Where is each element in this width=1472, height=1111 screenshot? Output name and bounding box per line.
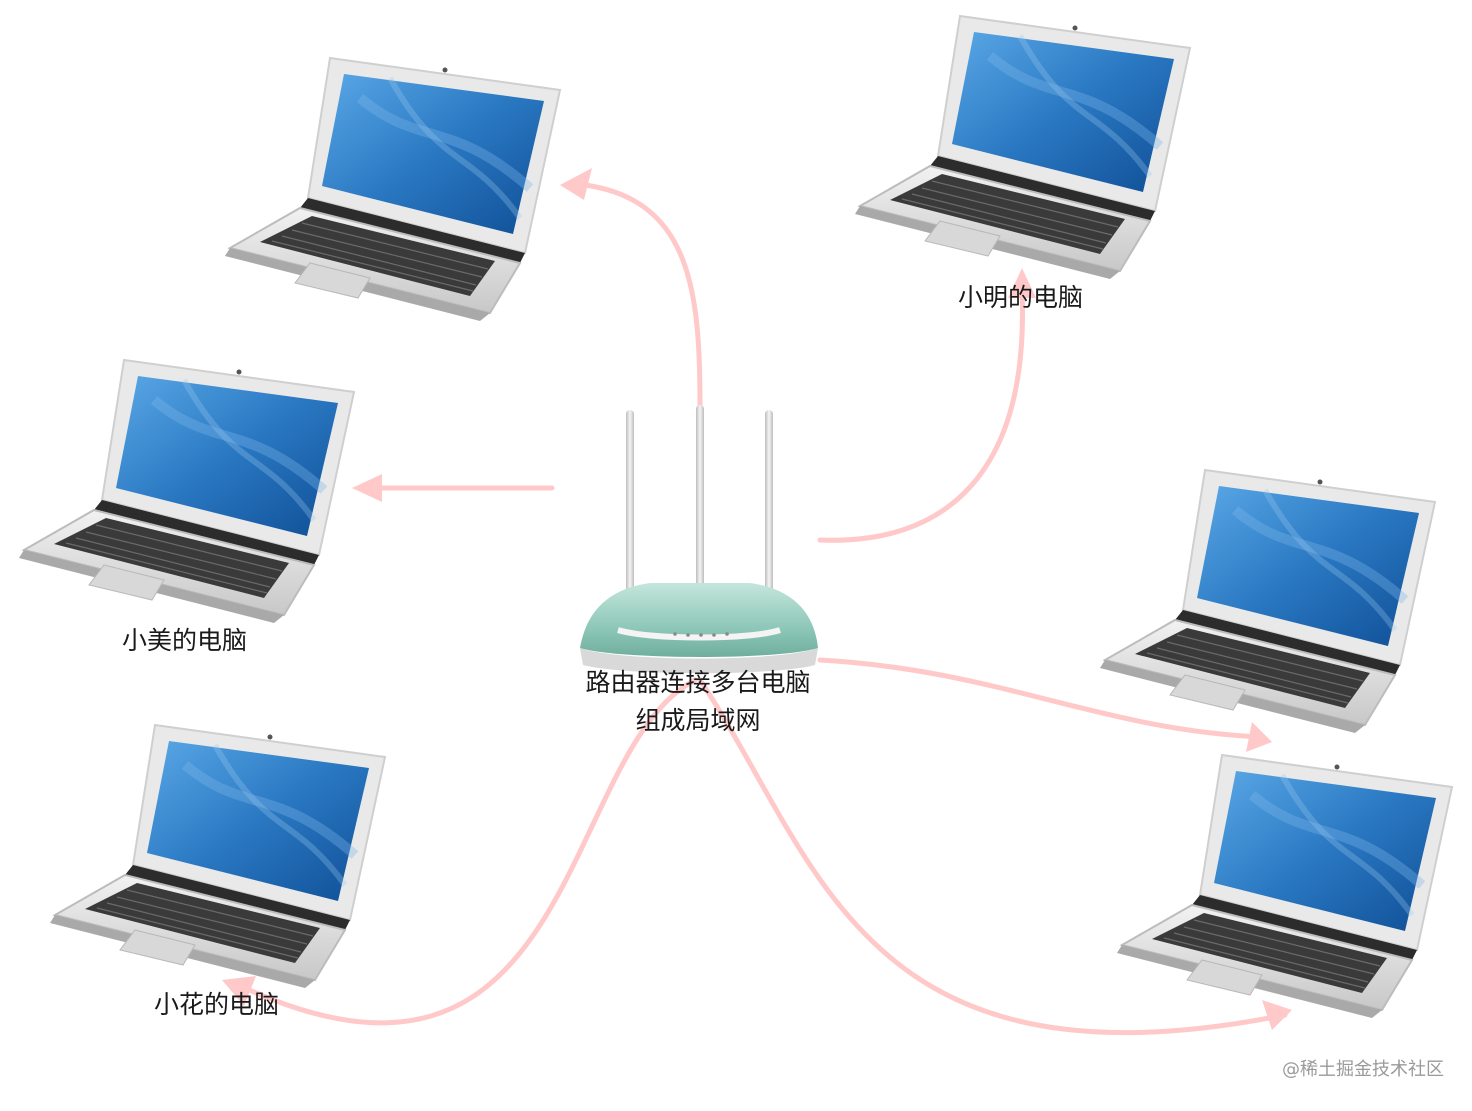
arrow-top-left (582, 182, 703, 408)
laptop-bottom-right (1117, 755, 1452, 1018)
laptop-icon (1117, 755, 1452, 1018)
arrowheads (222, 168, 1292, 1030)
arrow-icon (352, 474, 382, 502)
laptop-icon (225, 58, 560, 321)
arrow-xiaohua (242, 677, 698, 1026)
arrow-icon (222, 976, 256, 1006)
connection-arrows (242, 182, 1288, 1036)
laptop-xiaoming (855, 16, 1190, 279)
arrow-bottom-right (697, 677, 1288, 1036)
label-xiaohua: 小花的电脑 (154, 990, 280, 1019)
router-label: 路由器连接多台电脑 组成局域网 (548, 664, 848, 740)
laptop-icon (50, 725, 385, 988)
laptop-xiaohua (50, 725, 385, 988)
label-xiaomei: 小美的电脑 (122, 626, 248, 655)
laptop-xiaomei (19, 360, 354, 623)
router-label-line1: 路由器连接多台电脑 (585, 668, 811, 697)
laptop-top-left (225, 58, 560, 321)
router-label-line2: 组成局域网 (635, 706, 761, 735)
arrow-icon (1246, 722, 1272, 752)
laptop-right-middle (1100, 470, 1435, 733)
laptop-icon (1100, 470, 1435, 733)
arrow-icon (1008, 268, 1036, 298)
laptop-icon (855, 16, 1190, 279)
label-xiaoming: 小明的电脑 (958, 283, 1084, 312)
router-icon (580, 405, 818, 674)
arrow-xiaoming (817, 287, 1025, 543)
arrow-icon (1262, 1000, 1292, 1030)
arrow-right-middle (817, 657, 1265, 740)
arrow-icon (560, 168, 592, 200)
watermark: @稀土掘金技术社区 (1282, 1059, 1444, 1080)
laptop-icon (19, 360, 354, 623)
